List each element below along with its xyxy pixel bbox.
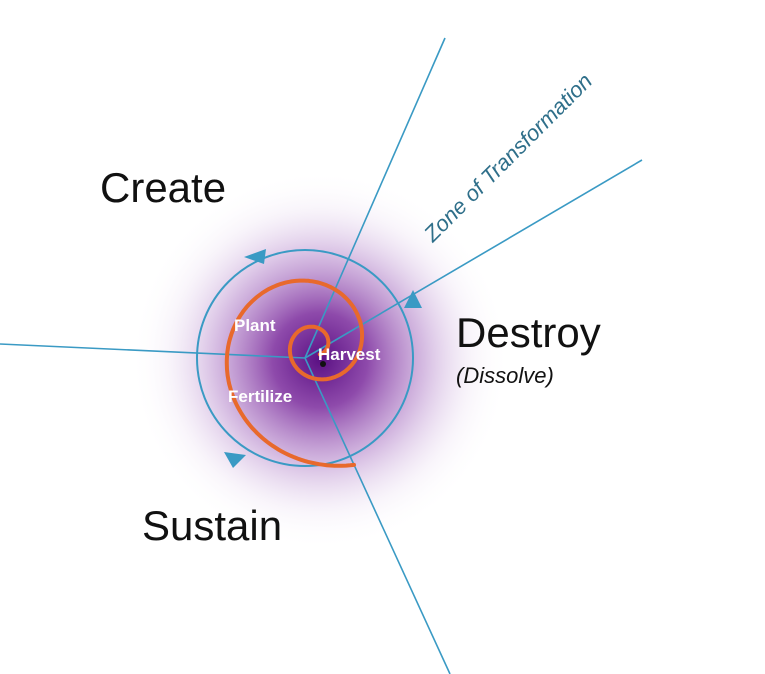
center-glow <box>120 160 520 560</box>
cycle-circle <box>195 249 414 467</box>
destroy-label: Destroy <box>456 309 601 356</box>
orange-spiral <box>224 278 365 468</box>
cycle-arrow-up-icon <box>404 290 422 308</box>
cycle-arrow-down-icon <box>224 452 246 468</box>
zone-of-transformation-label: Zone of Transformation <box>418 68 597 247</box>
create-label: Create <box>100 164 226 211</box>
plant-label: Plant <box>234 316 276 335</box>
center-dot <box>320 361 326 367</box>
radial-line-bottom <box>304 357 451 674</box>
sustain-label: Sustain <box>142 502 282 549</box>
radial-line-top <box>304 37 446 359</box>
harvest-label: Harvest <box>318 345 381 364</box>
cycle-arrow-left-icon <box>244 249 266 264</box>
fertilize-label: Fertilize <box>228 387 292 406</box>
radial-line-left <box>0 343 306 359</box>
dissolve-label: (Dissolve) <box>456 363 554 388</box>
